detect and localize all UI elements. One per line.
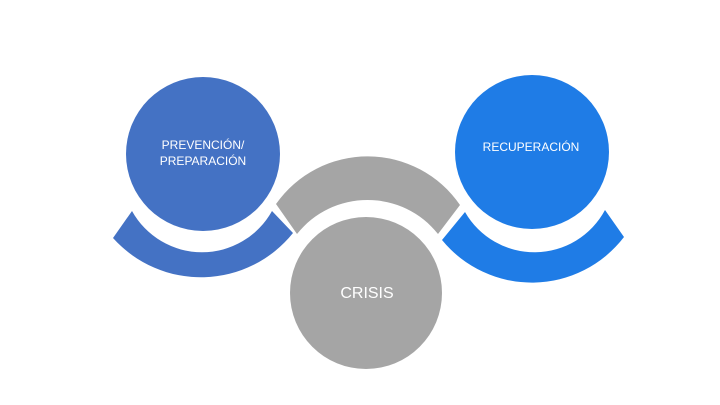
crisis-circle: [290, 217, 442, 369]
crisis-label: CRISIS: [340, 285, 393, 302]
prevencion-label-line-1: PREVENCIÓN/: [162, 137, 245, 152]
prevencion-label-line-2: PREPARACIÓN: [160, 153, 246, 168]
recuperacion-circle: [455, 75, 609, 229]
recuperacion-node: RECUPERACIÓN: [455, 75, 609, 229]
prevencion-crescent: [113, 211, 293, 278]
prevencion-node: PREVENCIÓN/ PREPARACIÓN: [126, 77, 280, 231]
crisis-node: CRISIS: [290, 217, 442, 369]
recuperacion-crescent: [442, 210, 624, 283]
prevencion-circle: [126, 77, 280, 231]
recuperacion-label: RECUPERACIÓN: [483, 139, 580, 154]
connector-arc-top: [276, 156, 460, 234]
